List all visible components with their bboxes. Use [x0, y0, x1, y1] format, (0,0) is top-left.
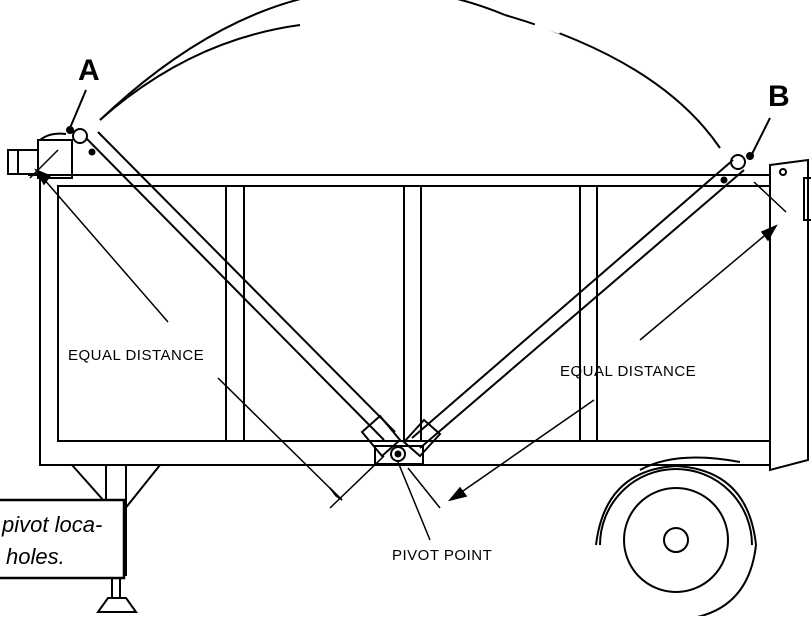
- point-b-dot: [746, 152, 754, 160]
- point-a-label: A: [78, 54, 100, 87]
- point-b-label: B: [768, 80, 790, 113]
- pivot-point-center: [394, 450, 402, 458]
- swing-arc-right: [504, 14, 721, 149]
- pivot-cylinders: [360, 414, 442, 458]
- equal-distance-left-label: EQUAL DISTANCE: [68, 347, 204, 364]
- right-dimension-line: [407, 181, 787, 509]
- note-box: [0, 498, 126, 580]
- trailer-posts: [225, 186, 598, 441]
- equal-distance-right-label: EQUAL DISTANCE: [560, 363, 696, 380]
- front-end-bracket: [803, 177, 811, 221]
- note-line-1: pivot loca-: [1, 512, 102, 537]
- tarp-motor: [7, 132, 73, 179]
- point-a-leader: [69, 89, 87, 129]
- left-dimension-line: [29, 149, 385, 509]
- swing-arc-dashed: [99, 24, 301, 121]
- front-end-hole: [779, 168, 787, 176]
- right-arm: [411, 154, 746, 449]
- note-line-2: holes.: [6, 544, 65, 569]
- swing-arc: [99, 0, 506, 121]
- point-b-leader: [751, 117, 771, 155]
- pivot-point-label: PIVOT POINT: [392, 547, 492, 564]
- pivot-point-marker: [390, 446, 406, 462]
- left-arm: [72, 128, 396, 441]
- pivot-point-leader: [397, 461, 431, 541]
- trailer-front-end: [769, 158, 809, 472]
- trailer-inner-frame: [57, 185, 771, 442]
- swing-arc-dash-segment: [317, 7, 561, 34]
- trailer-wheel: [595, 456, 758, 621]
